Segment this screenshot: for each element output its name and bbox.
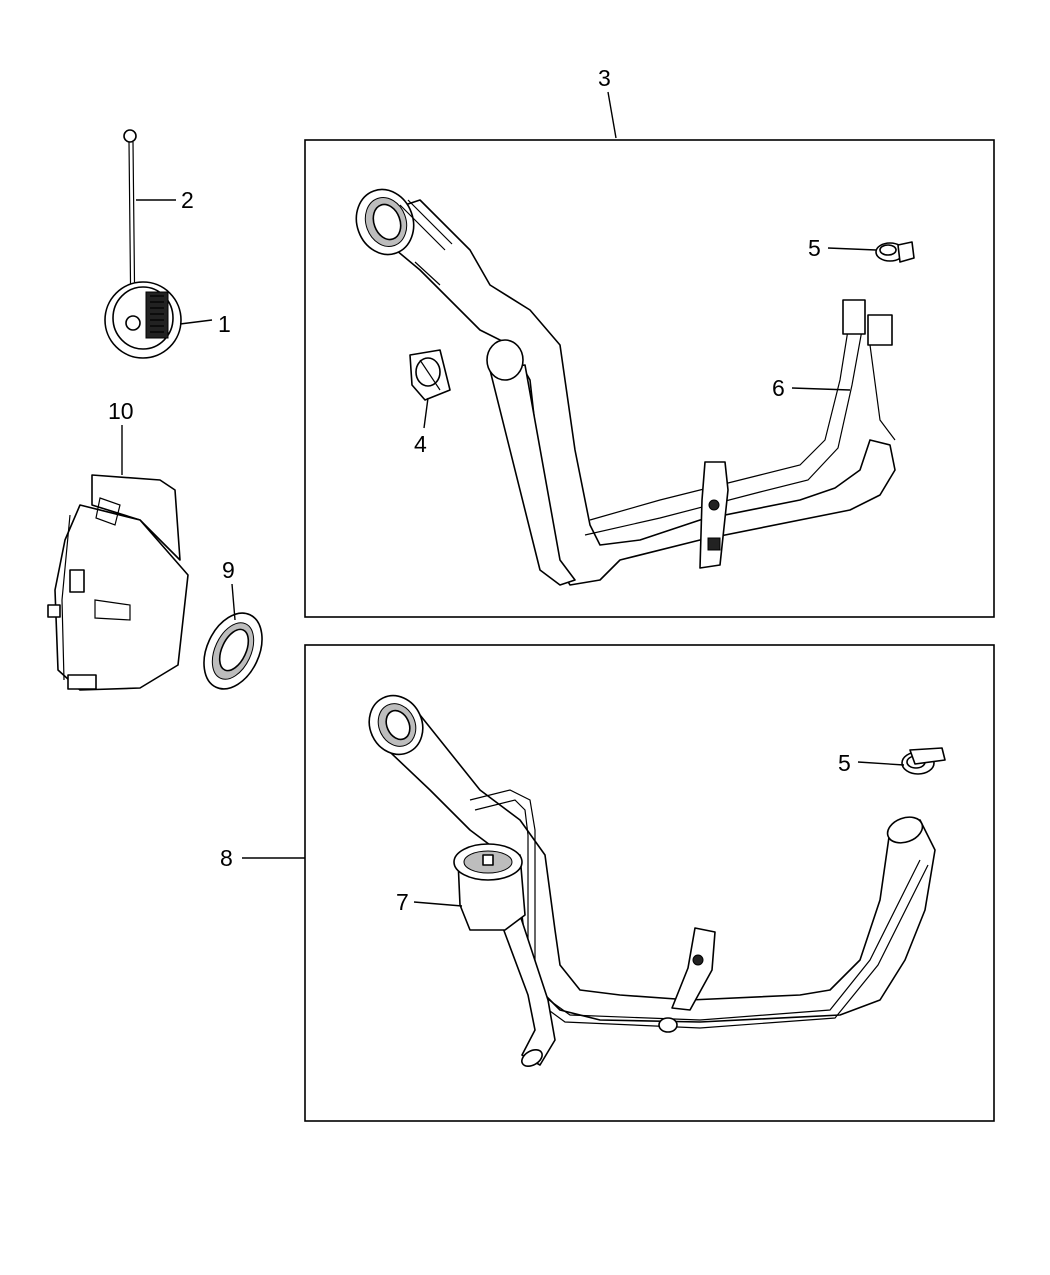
callout-3: 3 bbox=[598, 65, 611, 91]
leader-line-5-lower bbox=[857, 761, 905, 766]
leader-line-3 bbox=[607, 91, 617, 139]
leader-line-1 bbox=[179, 319, 213, 325]
leader-line-5-upper bbox=[827, 247, 877, 251]
callout-7: 7 bbox=[396, 889, 409, 915]
callout-5-lower: 5 bbox=[838, 750, 851, 776]
hose-clamp-upper bbox=[875, 241, 915, 263]
check-valve-canister bbox=[453, 843, 526, 931]
leader-line-7 bbox=[413, 901, 463, 907]
leader-line-9 bbox=[231, 583, 236, 621]
callout-2: 2 bbox=[181, 187, 194, 213]
callout-6: 6 bbox=[772, 375, 785, 401]
filler-grommet bbox=[203, 612, 263, 690]
callout-4: 4 bbox=[414, 431, 427, 457]
filler-tube-lower bbox=[368, 694, 936, 1067]
fuel-filler-housing bbox=[47, 474, 189, 691]
callout-1: 1 bbox=[218, 311, 231, 337]
filler-tube-assembly-box-upper bbox=[304, 139, 995, 618]
filler-tube-upper bbox=[355, 188, 896, 586]
fuel-cap bbox=[104, 281, 182, 359]
callout-9: 9 bbox=[222, 557, 235, 583]
leader-line-4 bbox=[423, 397, 429, 429]
leader-line-6 bbox=[791, 387, 851, 391]
callout-10: 10 bbox=[108, 398, 134, 424]
callout-8: 8 bbox=[220, 845, 233, 871]
hose-clip bbox=[409, 349, 451, 401]
hose-clamp-lower bbox=[901, 747, 946, 775]
filler-tube-assembly-box-lower bbox=[304, 644, 995, 1122]
callout-5-upper: 5 bbox=[808, 235, 821, 261]
